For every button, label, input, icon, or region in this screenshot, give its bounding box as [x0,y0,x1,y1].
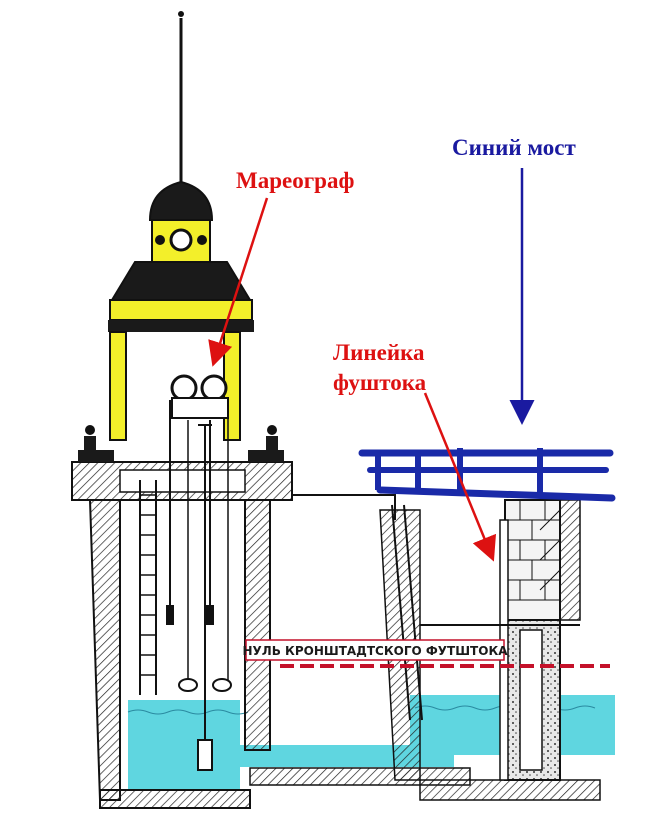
mareograph-device [166,374,232,771]
footstock-ruler-label-line2: фуштока [333,370,427,395]
mareograph-label: Мареограф [236,168,354,193]
pointer-arrows [208,168,535,562]
mareograph-arrow [208,197,269,367]
footstock-ruler-label-line1: Линейка [333,340,425,365]
kronstadt-zero-level: НУЛЬ КРОНШТАДТСКОГО ФУТШТОКА [242,639,610,668]
kronstadt-zero-label: НУЛЬ КРОНШТАДТСКОГО ФУТШТОКА [242,644,508,658]
blue-bridge [358,448,616,502]
footstock-ruler-arrow [423,392,497,562]
ladder [139,480,157,695]
blue-bridge-label: Синий мост [452,135,576,160]
